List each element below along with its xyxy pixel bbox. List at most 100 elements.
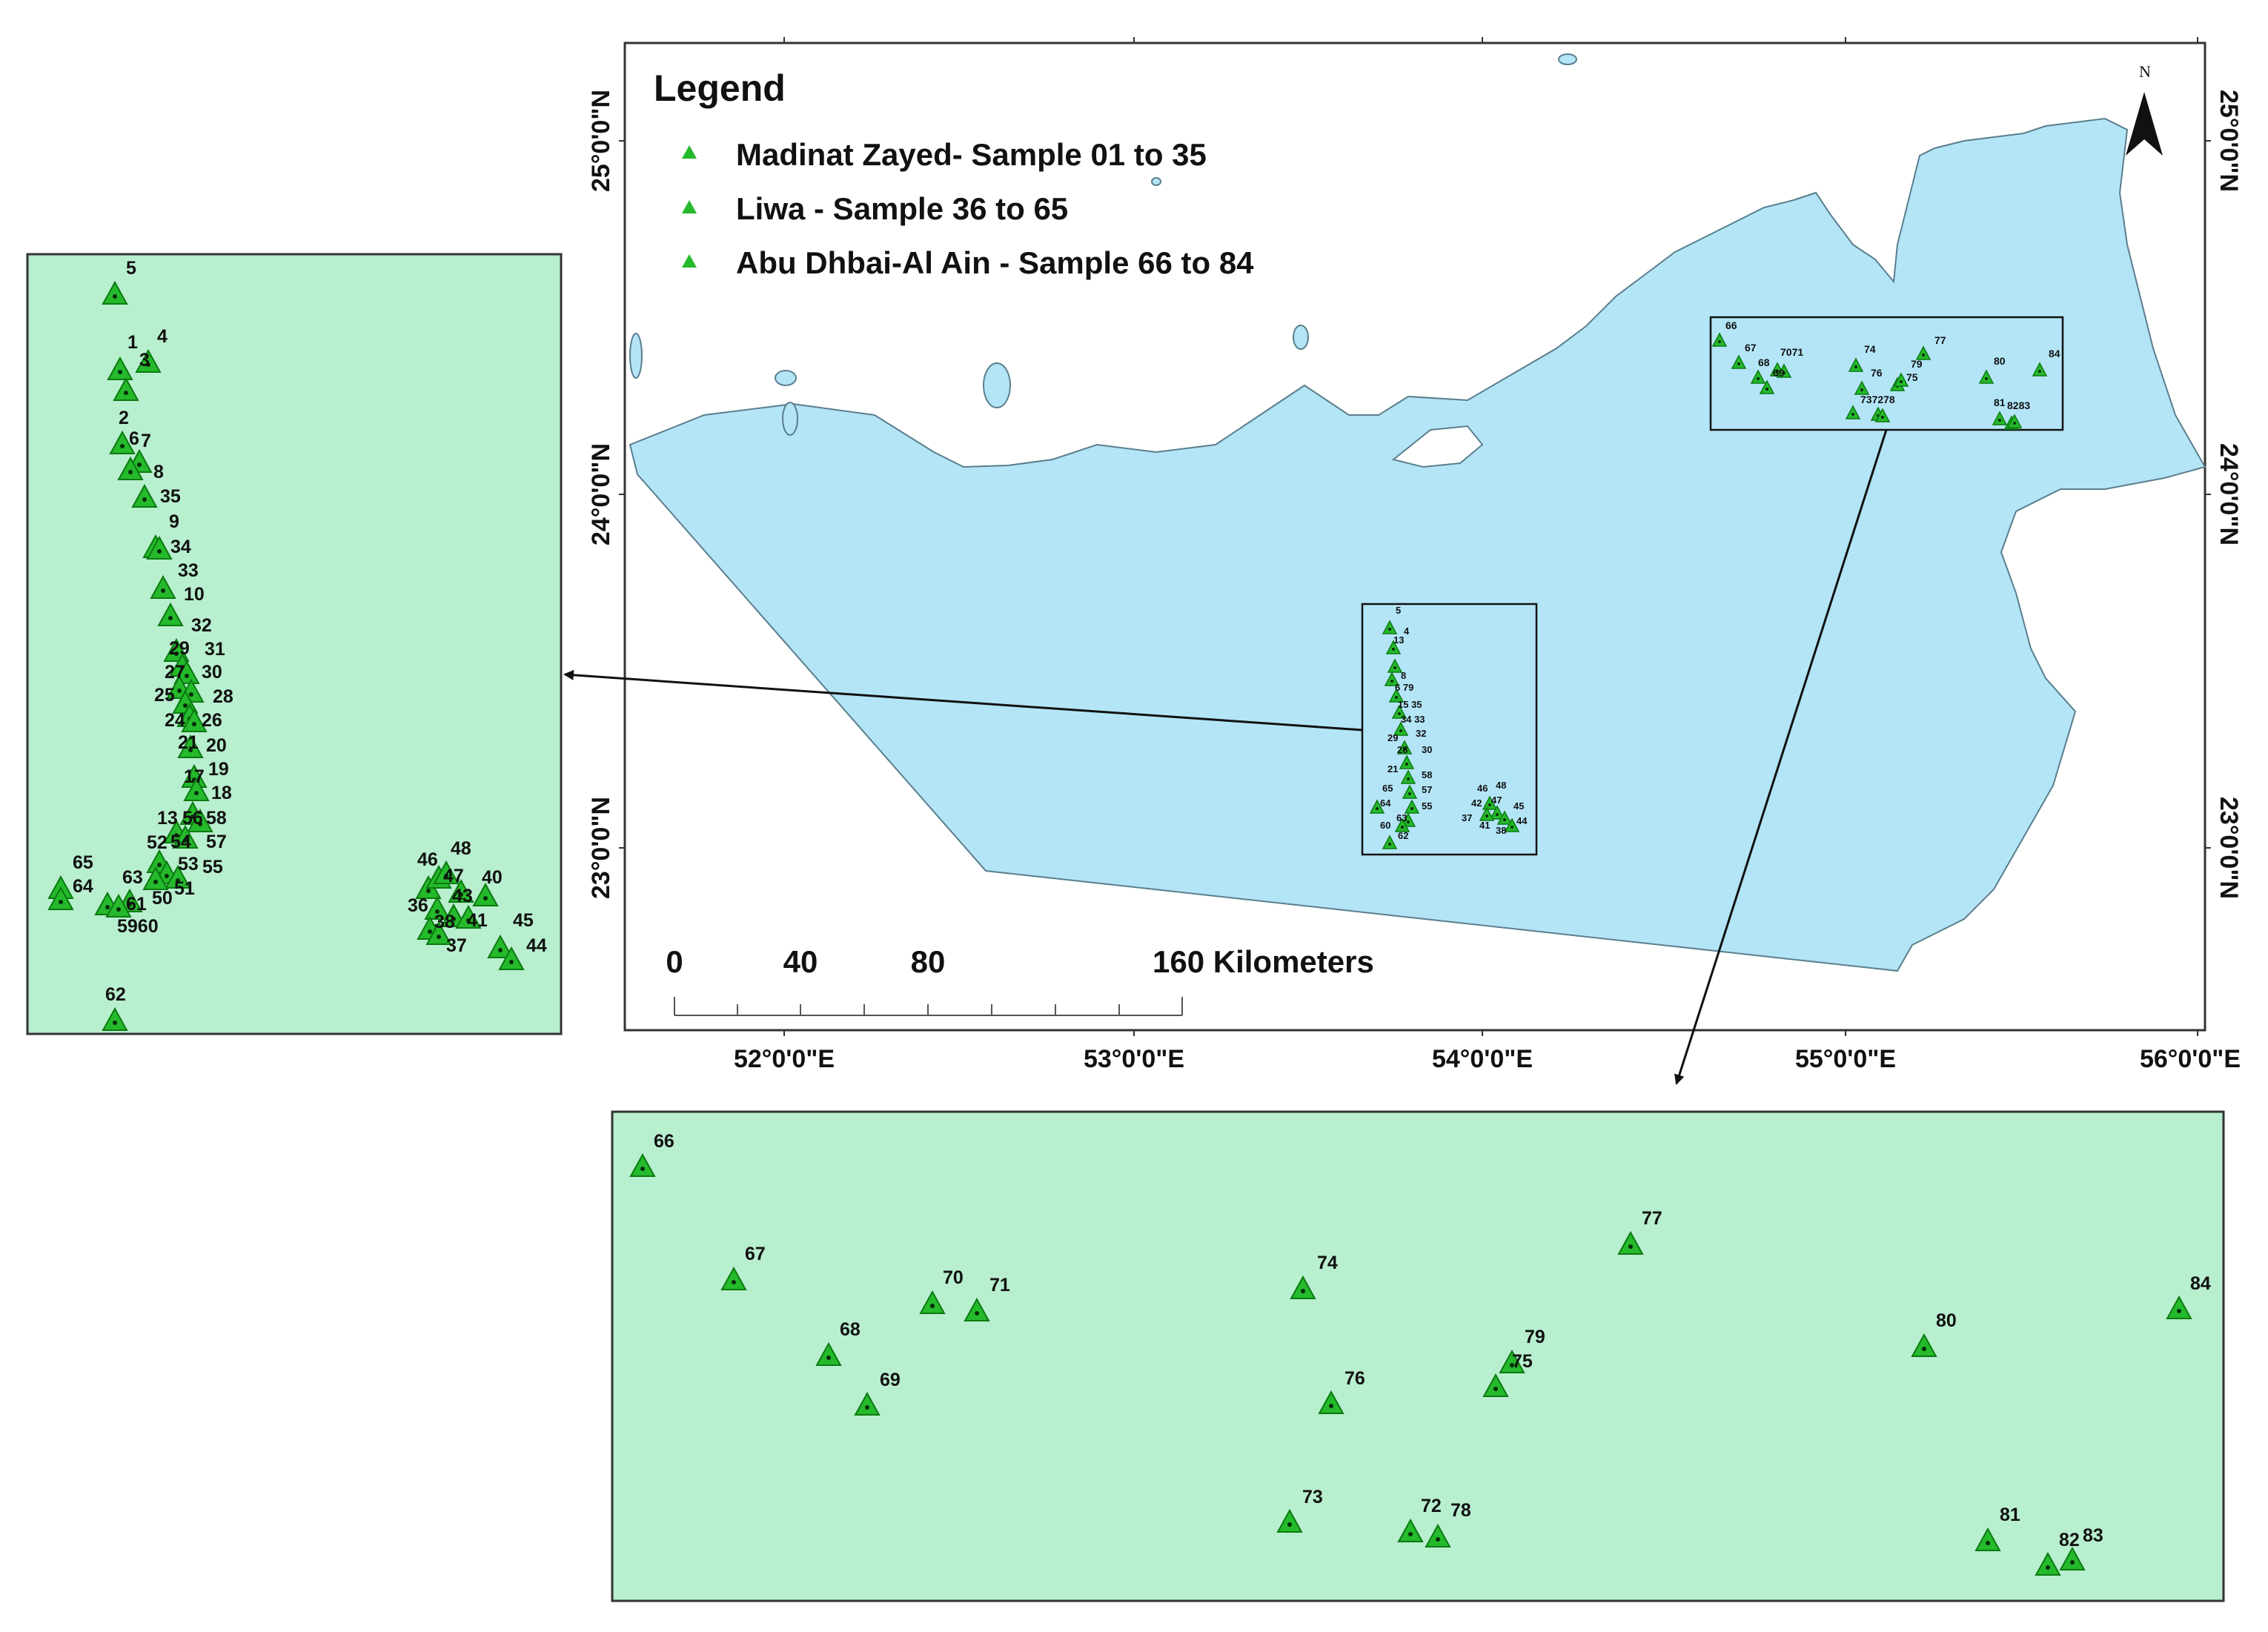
svg-text:55: 55	[202, 857, 223, 878]
svg-text:78: 78	[1450, 1500, 1471, 1521]
lat-label-left-25: 25°0'0"N	[587, 90, 615, 192]
svg-text:29: 29	[1387, 732, 1398, 743]
island-8	[629, 333, 643, 379]
svg-text:8: 8	[1401, 670, 1406, 681]
svg-text:4: 4	[1404, 626, 1410, 637]
svg-text:13: 13	[1393, 634, 1404, 646]
svg-text:73: 73	[1302, 1487, 1323, 1507]
north-arrow-icon: N	[2126, 62, 2163, 156]
island-6	[1151, 177, 1161, 186]
svg-text:20: 20	[206, 735, 227, 756]
uae-land	[629, 117, 2206, 972]
svg-text:81: 81	[1994, 397, 2006, 408]
main-map: 52°0'0"E 53°0'0"E 54°0'0"E 55°0'0"E 56°0…	[587, 37, 2243, 1073]
island-7	[1293, 325, 1309, 350]
svg-text:69: 69	[880, 1370, 901, 1390]
svg-text:69: 69	[1773, 367, 1785, 379]
svg-text:18: 18	[211, 783, 232, 803]
svg-text:7: 7	[141, 431, 151, 451]
svg-text:80: 80	[1994, 355, 2006, 367]
svg-text:30: 30	[202, 662, 222, 683]
legend-item-liwa: Liwa - Sample 36 to 65	[736, 191, 1068, 226]
svg-text:46: 46	[417, 849, 438, 870]
svg-text:40: 40	[482, 867, 503, 888]
svg-text:61: 61	[126, 894, 147, 915]
svg-text:75: 75	[1906, 371, 1918, 383]
svg-text:13: 13	[157, 808, 178, 829]
svg-text:68: 68	[840, 1319, 861, 1340]
svg-text:48: 48	[451, 838, 471, 859]
svg-text:44: 44	[1516, 815, 1528, 826]
svg-text:64: 64	[73, 876, 93, 897]
arrow-to-west-inset	[563, 669, 1363, 732]
island-2	[983, 362, 1011, 408]
svg-text:47: 47	[443, 866, 464, 886]
scale-tick-80: 80	[911, 944, 946, 979]
svg-text:62: 62	[1398, 830, 1408, 841]
svg-text:55: 55	[1422, 800, 1432, 812]
svg-text:36: 36	[408, 895, 428, 916]
svg-text:60: 60	[1380, 820, 1390, 831]
svg-text:38: 38	[434, 912, 455, 932]
svg-text:63: 63	[122, 867, 143, 888]
svg-text:45: 45	[513, 910, 534, 931]
svg-text:4: 4	[157, 326, 168, 347]
svg-text:57: 57	[1422, 784, 1432, 795]
svg-text:6 79: 6 79	[1395, 682, 1413, 693]
svg-text:74: 74	[1864, 343, 1876, 355]
svg-text:28: 28	[213, 686, 233, 707]
svg-text:79: 79	[1525, 1327, 1545, 1347]
svg-text:47: 47	[1491, 795, 1502, 806]
svg-text:3: 3	[139, 350, 150, 371]
inset-east-frame	[611, 1110, 2225, 1602]
svg-text:65: 65	[73, 852, 93, 873]
svg-text:45: 45	[1513, 800, 1524, 812]
svg-text:15 35: 15 35	[1398, 699, 1422, 710]
svg-text:34: 34	[170, 537, 191, 557]
lon-label-56: 56°0'0"E	[2140, 1045, 2241, 1073]
svg-text:48: 48	[1496, 780, 1506, 791]
svg-text:46: 46	[1477, 783, 1488, 794]
svg-text:72: 72	[1421, 1496, 1442, 1516]
svg-text:58: 58	[1422, 769, 1432, 780]
svg-text:70: 70	[943, 1267, 964, 1288]
island-5	[1558, 53, 1577, 65]
scale-tick-0: 0	[666, 944, 683, 979]
svg-text:26: 26	[202, 710, 222, 731]
svg-text:38: 38	[1496, 825, 1506, 836]
svg-text:82: 82	[2059, 1530, 2080, 1550]
svg-text:67: 67	[1745, 342, 1757, 354]
svg-text:79: 79	[1911, 358, 1923, 370]
connector-arrows	[563, 429, 1888, 1085]
svg-text:30: 30	[1422, 744, 1432, 755]
svg-text:84: 84	[2190, 1273, 2211, 1294]
svg-text:21: 21	[1387, 763, 1398, 774]
svg-text:66: 66	[1725, 319, 1737, 331]
svg-text:57: 57	[206, 832, 227, 852]
svg-text:83: 83	[2083, 1525, 2103, 1546]
svg-text:6: 6	[129, 428, 139, 449]
svg-text:8283: 8283	[2007, 399, 2030, 411]
svg-text:21: 21	[178, 732, 199, 753]
lat-label-right-23: 23°0'0"N	[2215, 797, 2243, 899]
svg-text:77: 77	[1934, 334, 1946, 346]
svg-text:25: 25	[154, 685, 175, 706]
svg-text:31: 31	[205, 639, 225, 660]
lat-label-left-24: 24°0'0"N	[587, 443, 615, 545]
legend: Legend Madinat Zayed- Sample 01 to 35 Li…	[654, 67, 1254, 280]
legend-marker-icon	[682, 145, 697, 159]
svg-text:42: 42	[1471, 797, 1482, 809]
svg-text:64: 64	[1380, 797, 1391, 809]
legend-marker-icon	[682, 254, 697, 268]
svg-text:9: 9	[169, 511, 179, 532]
svg-text:32: 32	[191, 615, 212, 636]
svg-text:2: 2	[119, 408, 129, 428]
svg-text:32: 32	[1416, 728, 1426, 739]
north-label: N	[2139, 62, 2151, 81]
lon-label-53: 53°0'0"E	[1084, 1045, 1184, 1073]
